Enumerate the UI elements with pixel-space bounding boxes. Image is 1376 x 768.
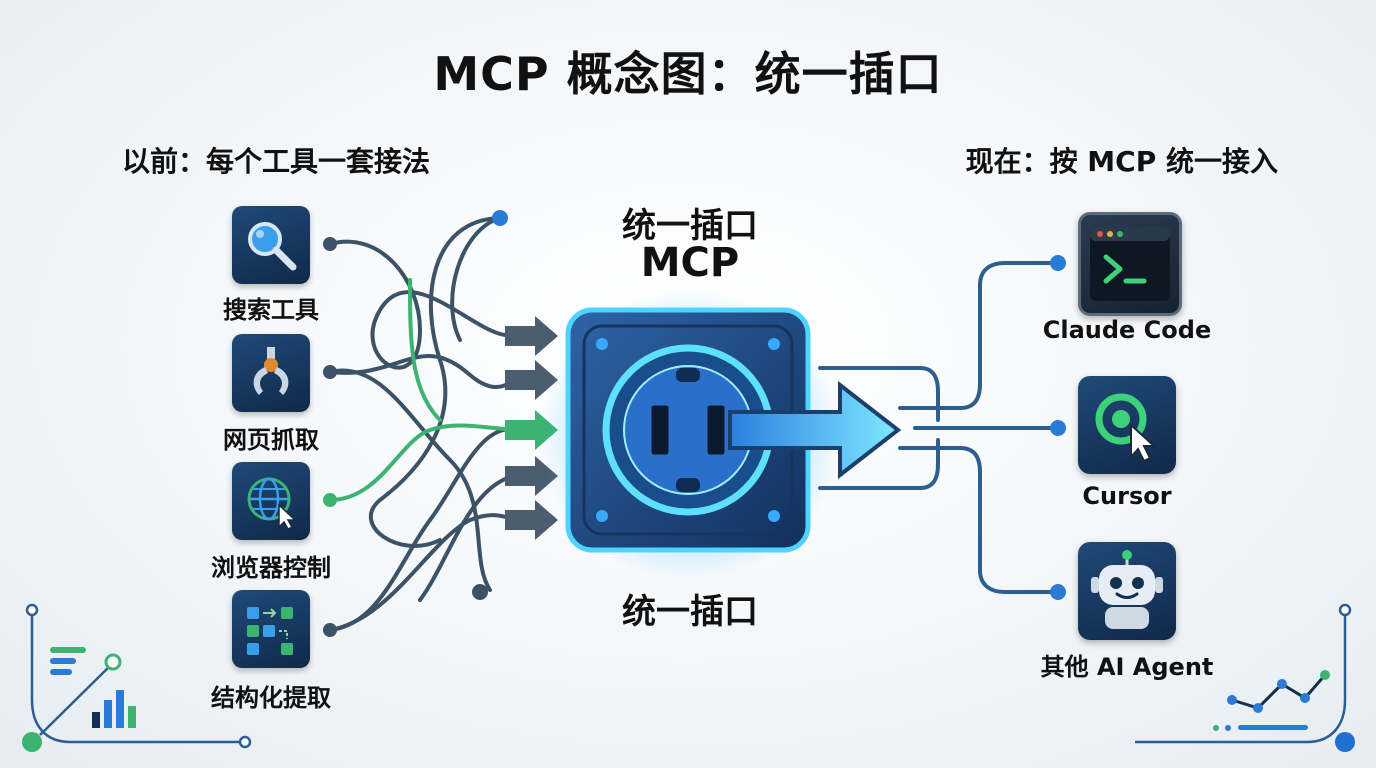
fanout-wires	[818, 261, 1060, 594]
hub-label-mcp: MCP	[640, 240, 740, 286]
client-label-claude-code: Claude Code	[1042, 316, 1212, 344]
decor-bottom-left	[22, 603, 252, 752]
tool-search	[232, 206, 310, 284]
fanout-endpoints	[1050, 255, 1066, 600]
client-cursor	[1078, 376, 1176, 474]
client-label-other-agent: 其他 AI Agent	[1040, 653, 1214, 681]
highlight-wire	[328, 278, 527, 502]
terminal-icon	[1090, 227, 1170, 301]
blocks-icon	[247, 607, 293, 655]
client-claude-code	[1078, 212, 1182, 316]
tool-scrape	[232, 334, 310, 412]
tool-label-scrape: 网页抓取	[223, 426, 319, 454]
tool-browser	[232, 462, 310, 540]
tool-label-search: 搜索工具	[223, 296, 319, 324]
hub-screws	[596, 338, 780, 522]
wire-endpoints	[323, 210, 508, 637]
hub-label-bottom: 统一插口	[622, 592, 758, 632]
tool-label-extract: 结构化提取	[211, 684, 331, 712]
client-other-agent	[1078, 542, 1176, 640]
robot-icon	[1091, 550, 1163, 629]
hub-label-top: 统一插口	[622, 206, 758, 246]
client-label-cursor: Cursor	[1082, 482, 1172, 510]
decor-bottom-right	[1135, 603, 1355, 752]
cursor-icon	[1095, 393, 1157, 463]
output-beam-arrow	[728, 380, 902, 480]
page-title: MCP 概念图：统一插口	[433, 47, 943, 101]
right-heading: 现在：按 MCP 统一接入	[965, 145, 1278, 178]
claw-icon	[253, 347, 289, 395]
tool-label-browser: 浏览器控制	[211, 554, 331, 582]
globe-cursor-icon	[247, 477, 297, 530]
magnifier-icon	[248, 222, 297, 271]
tool-extract	[232, 590, 310, 668]
left-heading: 以前：每个工具一套接法	[122, 145, 431, 178]
